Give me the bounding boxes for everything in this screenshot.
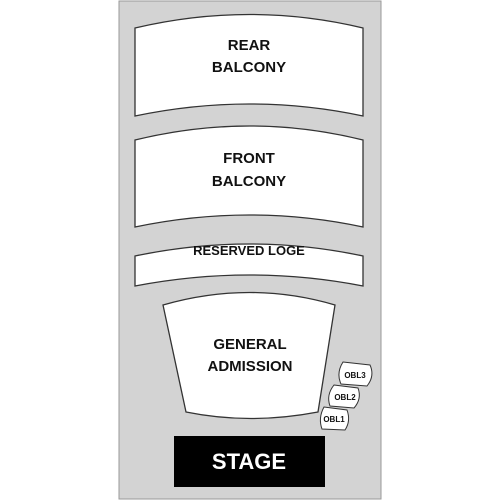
box-obl3-shape[interactable] — [338, 361, 373, 387]
box-obl2[interactable]: OBL2 — [328, 384, 360, 409]
box-obl3[interactable]: OBL3 — [338, 361, 373, 387]
box-obl1-shape[interactable] — [319, 406, 350, 431]
box-obl2-shape[interactable] — [328, 384, 360, 409]
front-balcony-shape[interactable] — [134, 125, 364, 228]
stage-label: STAGE — [212, 449, 286, 474]
reserved-loge-shape[interactable] — [134, 243, 364, 287]
stage: STAGE — [174, 436, 325, 487]
section-general-admission[interactable]: GENERAL ADMISSION — [162, 291, 336, 420]
section-rear-balcony[interactable]: REAR BALCONY — [134, 13, 364, 117]
section-front-balcony[interactable]: FRONT BALCONY — [134, 125, 364, 228]
box-obl1[interactable]: OBL1 — [319, 406, 350, 431]
stage-block — [174, 436, 325, 487]
general-admission-shape[interactable] — [162, 291, 336, 420]
rear-balcony-shape[interactable] — [134, 13, 364, 117]
